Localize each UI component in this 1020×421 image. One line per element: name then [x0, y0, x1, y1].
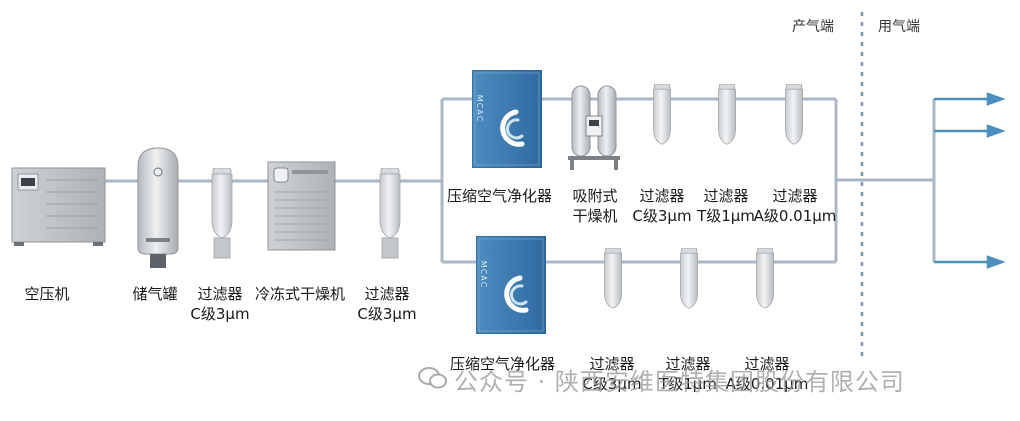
top-filter-t-label: 过滤器 T级1μm	[697, 186, 755, 226]
top-filter-t-grade: T级1μm	[697, 207, 755, 225]
outlet-arrows	[934, 92, 1006, 269]
zone-use-label: 用气端	[878, 19, 920, 35]
bottom-filter-t-grade: T级1μm	[659, 375, 717, 393]
air-compressor-icon	[11, 167, 106, 246]
adsorption-dryer-line2: 干燥机	[572, 207, 618, 225]
bottom-filter-t-icon	[679, 248, 699, 309]
filter-1-icon	[211, 168, 233, 259]
bottom-filter-c-label: 过滤器 C级3μm	[582, 354, 641, 394]
purifier-bottom-brand: MCAC	[479, 260, 489, 289]
purifier-top-label: 压缩空气净化器	[447, 187, 553, 205]
top-filter-a-grade: A级0.01μm	[753, 207, 837, 225]
bottom-filter-a-grade: A级0.01μm	[725, 375, 809, 393]
bottom-filter-t-label: 过滤器 T级1μm	[659, 354, 717, 394]
top-filter-a-name: 过滤器	[772, 187, 818, 205]
bottom-filter-a-name: 过滤器	[744, 355, 790, 373]
top-filter-c-grade: C级3μm	[632, 207, 692, 225]
top-filter-t-name: 过滤器	[703, 187, 749, 205]
top-filter-t-icon	[717, 84, 737, 145]
filter-1-grade: C级3μm	[190, 305, 250, 323]
adsorption-dryer-line1: 吸附式	[572, 187, 618, 205]
top-filter-a-label: 过滤器 A级0.01μm	[754, 186, 837, 226]
bottom-filter-c-name: 过滤器	[589, 355, 635, 373]
refrigerated-dryer-icon	[267, 161, 336, 251]
filter-1-label: 过滤器 C级3μm	[190, 284, 249, 324]
filter-2-grade: C级3μm	[357, 305, 417, 323]
bottom-filter-a-icon	[755, 248, 775, 309]
purifier-top-brand: MCAC	[475, 94, 485, 123]
watermark: 公众号 · 陕西安维医特集团股份有限公司	[454, 368, 905, 396]
filter-2-label: 过滤器 C级3μm	[357, 284, 416, 324]
bottom-filter-c-icon	[603, 248, 623, 309]
purifier-bottom-label: 压缩空气净化器	[450, 355, 556, 373]
zone-supply-label: 产气端	[792, 19, 834, 35]
air-tank-icon	[137, 147, 179, 268]
filter-2-name: 过滤器	[364, 285, 410, 303]
filter-1-name: 过滤器	[197, 285, 243, 303]
compressor-label: 空压机	[24, 285, 70, 303]
adsorption-dryer-icon	[568, 85, 620, 170]
wechat-icon	[418, 367, 447, 389]
bottom-filter-c-grade: C级3μm	[582, 375, 642, 393]
top-filter-c-name: 过滤器	[639, 187, 685, 205]
bottom-filter-t-name: 过滤器	[665, 355, 711, 373]
adsorption-dryer-label: 吸附式 干燥机	[572, 186, 617, 226]
top-filter-c-icon	[652, 84, 672, 145]
tank-label: 储气罐	[132, 285, 178, 303]
bottom-filter-a-label: 过滤器 A级0.01μm	[726, 354, 809, 394]
top-filter-a-icon	[784, 84, 804, 145]
top-filter-c-label: 过滤器 C级3μm	[632, 186, 691, 226]
dryer-label: 冷冻式干燥机	[254, 285, 346, 303]
filter-2-icon	[379, 168, 401, 259]
